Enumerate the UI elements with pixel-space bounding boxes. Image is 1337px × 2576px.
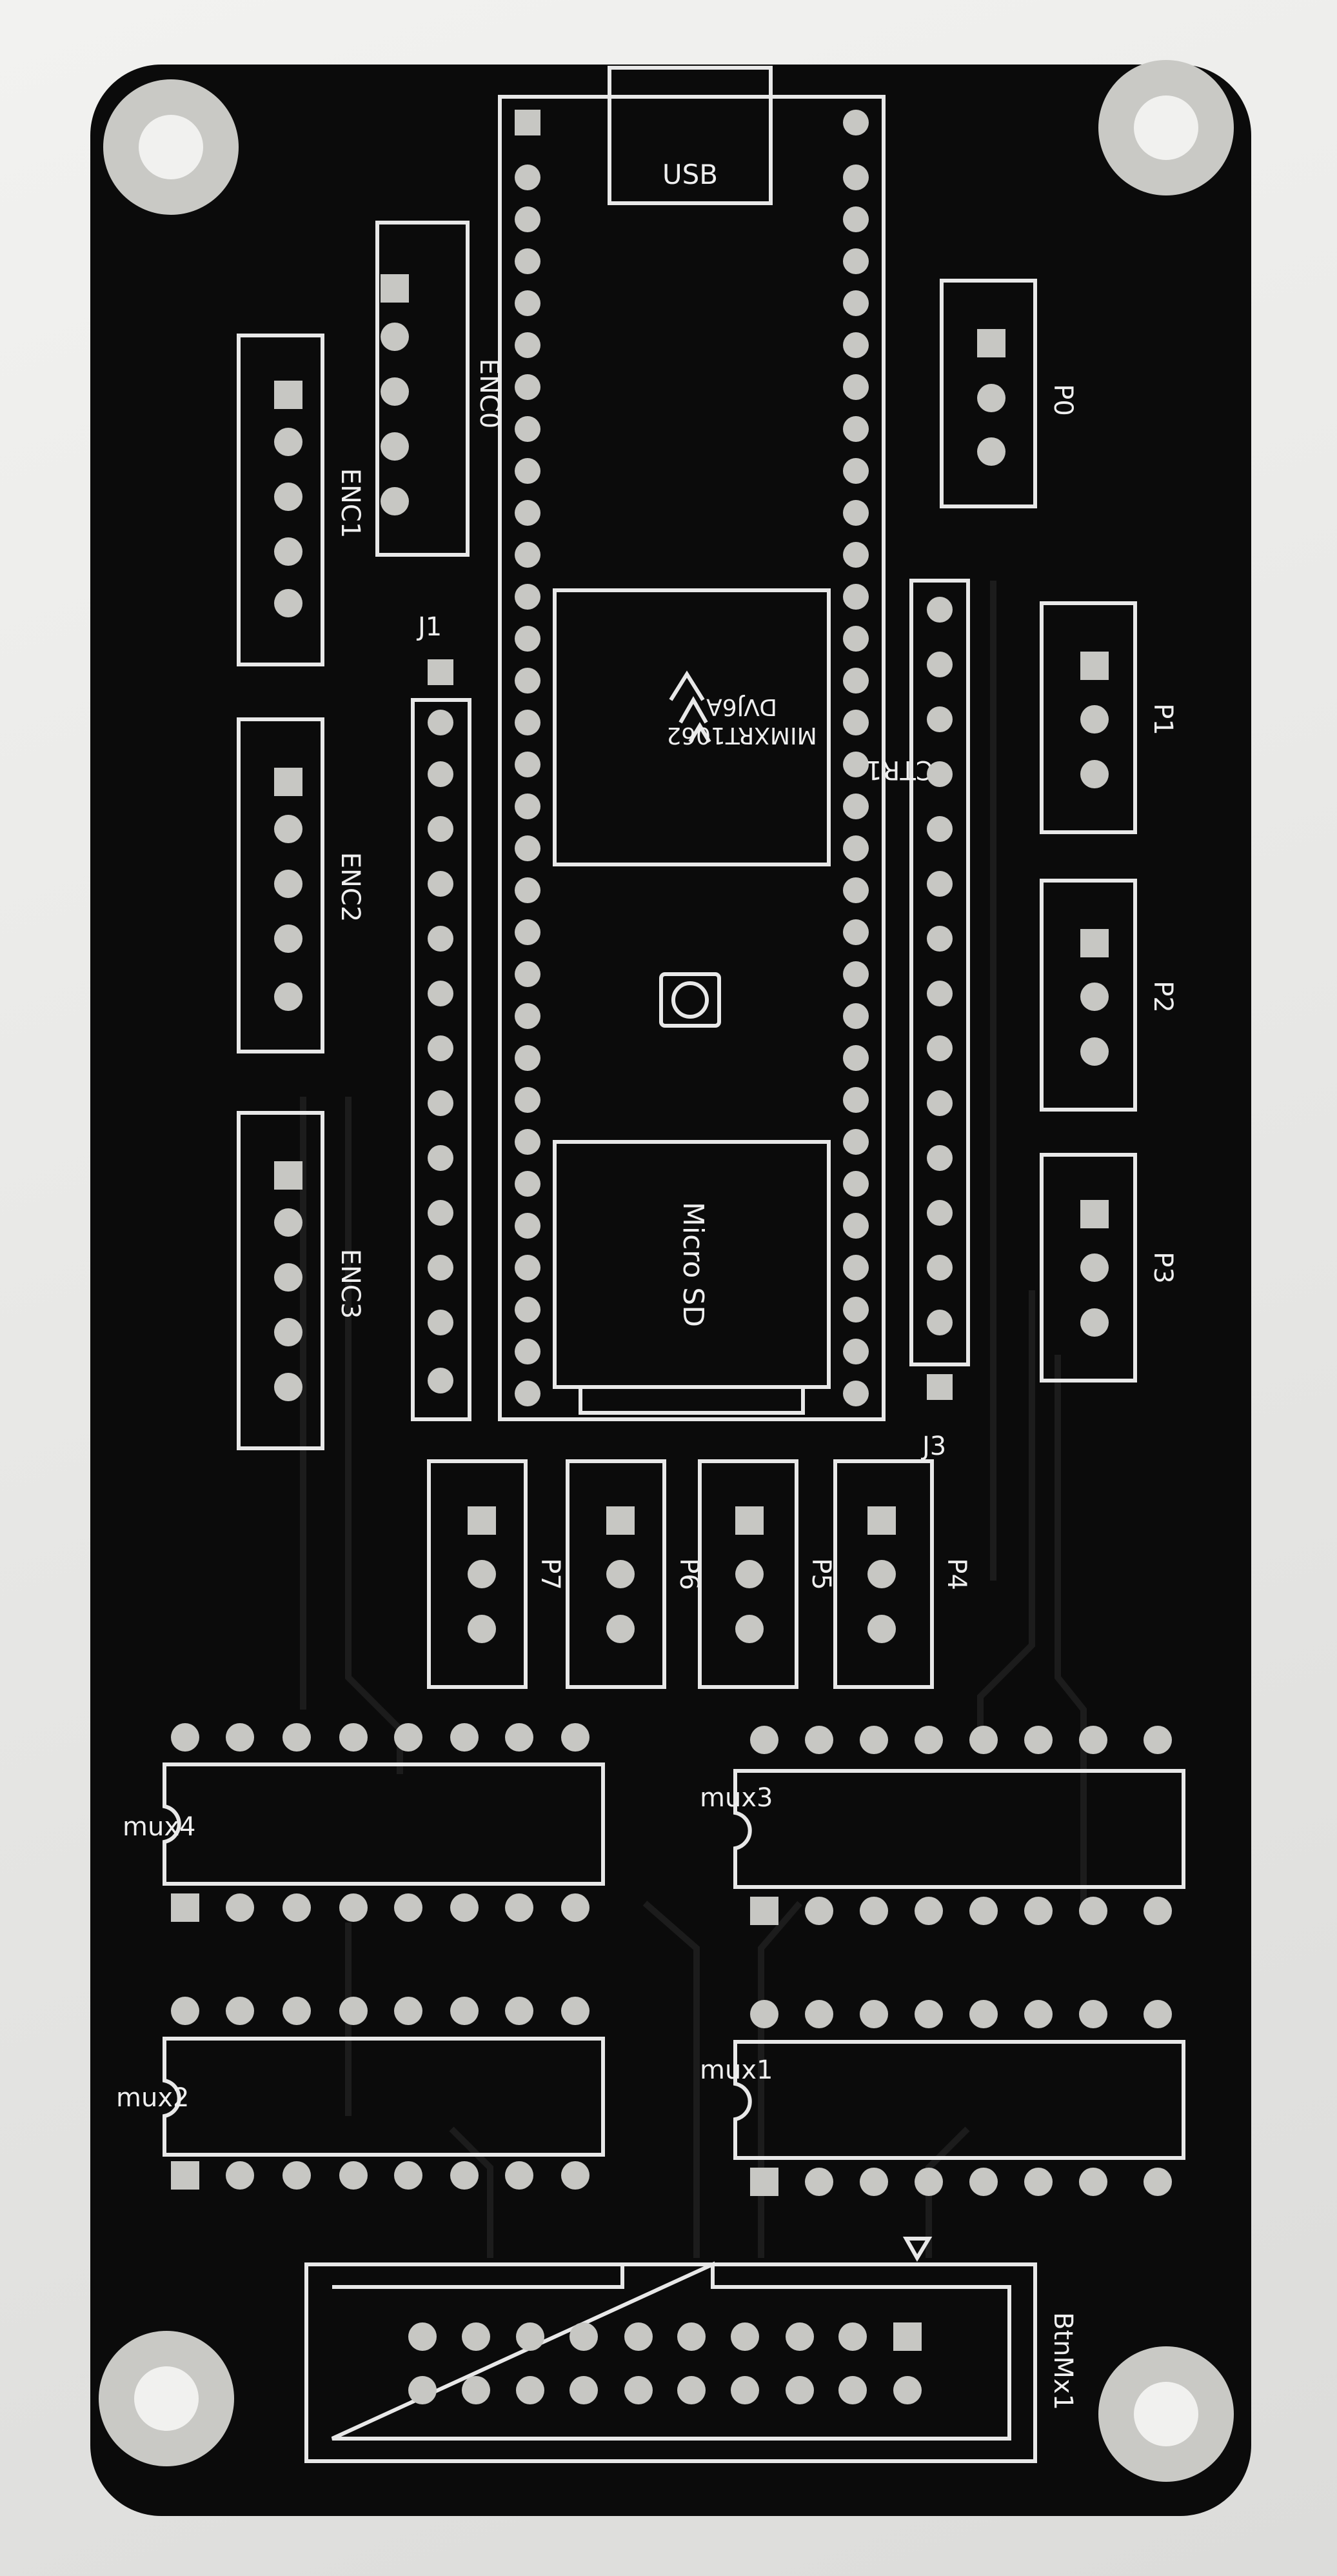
p3-pins <box>1080 1200 1109 1337</box>
mounting-hole-bottom-left <box>99 2331 234 2466</box>
p4-label: P4 <box>942 1558 971 1590</box>
teensy-outline <box>498 95 886 1421</box>
btnmx1-outline-inner <box>331 2261 1011 2441</box>
mux4-pins-bottom <box>171 1893 589 1922</box>
mux3-outline <box>733 1769 1185 1889</box>
ctr1-label: CTR1 <box>866 755 934 784</box>
mux3-pins-bottom <box>750 1897 1172 1925</box>
teensy-left-pins <box>515 110 540 1406</box>
enc3-label: ENC3 <box>335 1249 365 1319</box>
mux2-outline <box>163 2037 605 2157</box>
p2-outline <box>1040 879 1137 1112</box>
mux2-label: mux2 <box>116 2083 189 2113</box>
p4-pins <box>867 1506 896 1643</box>
mux2-pins-top <box>171 1997 589 2025</box>
program-button-circle <box>671 981 709 1019</box>
enc1-outline <box>237 334 324 666</box>
ctr1-outline <box>909 579 970 1366</box>
enc2-outline <box>237 717 324 1053</box>
j1-outline <box>411 698 471 1421</box>
mux4-outline <box>163 1762 605 1886</box>
enc1-pins <box>274 381 302 617</box>
j3-label: J3 <box>920 1432 946 1461</box>
pin1-triangle-marker <box>902 2237 933 2262</box>
enc2-pins <box>274 768 302 1011</box>
mux4-pins-top <box>171 1723 589 1752</box>
p6-pins <box>606 1506 635 1643</box>
p5-pins <box>735 1506 764 1643</box>
p7-outline <box>427 1459 528 1689</box>
enc3-pins <box>274 1161 302 1401</box>
p5-outline <box>698 1459 798 1689</box>
enc0-label: ENC0 <box>474 359 504 429</box>
mux1-pins-bottom <box>750 2168 1172 2196</box>
btnmx1-label: BtnMx1 <box>1048 2312 1078 2410</box>
mux3-pins-top <box>750 1726 1172 1754</box>
j3-pins <box>927 597 953 1400</box>
usb-label: USB <box>662 159 718 190</box>
p3-outline <box>1040 1153 1137 1383</box>
mux2-pins-bottom <box>171 2161 589 2190</box>
p0-pins <box>977 329 1005 466</box>
btnmx1-pins-bottom <box>408 2376 922 2404</box>
micro-sd-label: Micro SD <box>677 1202 709 1327</box>
teensy-right-pins <box>843 110 869 1406</box>
p2-label: P2 <box>1148 981 1178 1013</box>
pcb-traces <box>300 581 1087 2258</box>
p7-pins <box>468 1506 496 1643</box>
btnmx1-outline-outer <box>304 2262 1037 2463</box>
enc0-outline <box>375 221 470 557</box>
mux4-label: mux4 <box>123 1812 195 1842</box>
p2-pins <box>1080 929 1109 1066</box>
p4-outline <box>833 1459 934 1689</box>
btnmx1-pins-top <box>408 2322 922 2351</box>
pcb-board <box>90 65 1251 2516</box>
mounting-hole-bottom-right <box>1098 2346 1234 2482</box>
mux1-outline <box>733 2040 1185 2160</box>
p1-pins <box>1080 652 1109 788</box>
mux3-label: mux3 <box>700 1783 773 1813</box>
p3-label: P3 <box>1148 1252 1178 1284</box>
program-button-outline <box>659 972 721 1028</box>
mux1-label: mux1 <box>700 2055 773 2085</box>
mounting-hole-top-left <box>103 79 239 215</box>
enc2-label: ENC2 <box>335 852 365 923</box>
mcu-outline <box>553 588 831 866</box>
j1-pins <box>428 659 453 1393</box>
mcu-date-label: DVJ6A <box>706 694 777 720</box>
p0-label: P0 <box>1048 384 1078 416</box>
usb-outline <box>608 66 773 205</box>
enc0-pins <box>381 274 409 515</box>
mcu-part-label: MIMXRT1062 <box>666 722 817 748</box>
p0-outline <box>940 279 1037 508</box>
p7-label: P7 <box>535 1558 565 1590</box>
p1-label: P1 <box>1148 703 1178 735</box>
p6-outline <box>566 1459 666 1689</box>
enc1-label: ENC1 <box>335 468 365 539</box>
j1-label: J1 <box>416 612 442 642</box>
mounting-hole-top-right <box>1098 60 1234 195</box>
nxp-logo <box>669 670 711 743</box>
p5-label: P5 <box>806 1558 836 1590</box>
enc3-outline <box>237 1111 324 1450</box>
micro-sd-slot <box>579 1385 805 1415</box>
p1-outline <box>1040 601 1137 834</box>
mux1-pins-top <box>750 2000 1172 2028</box>
